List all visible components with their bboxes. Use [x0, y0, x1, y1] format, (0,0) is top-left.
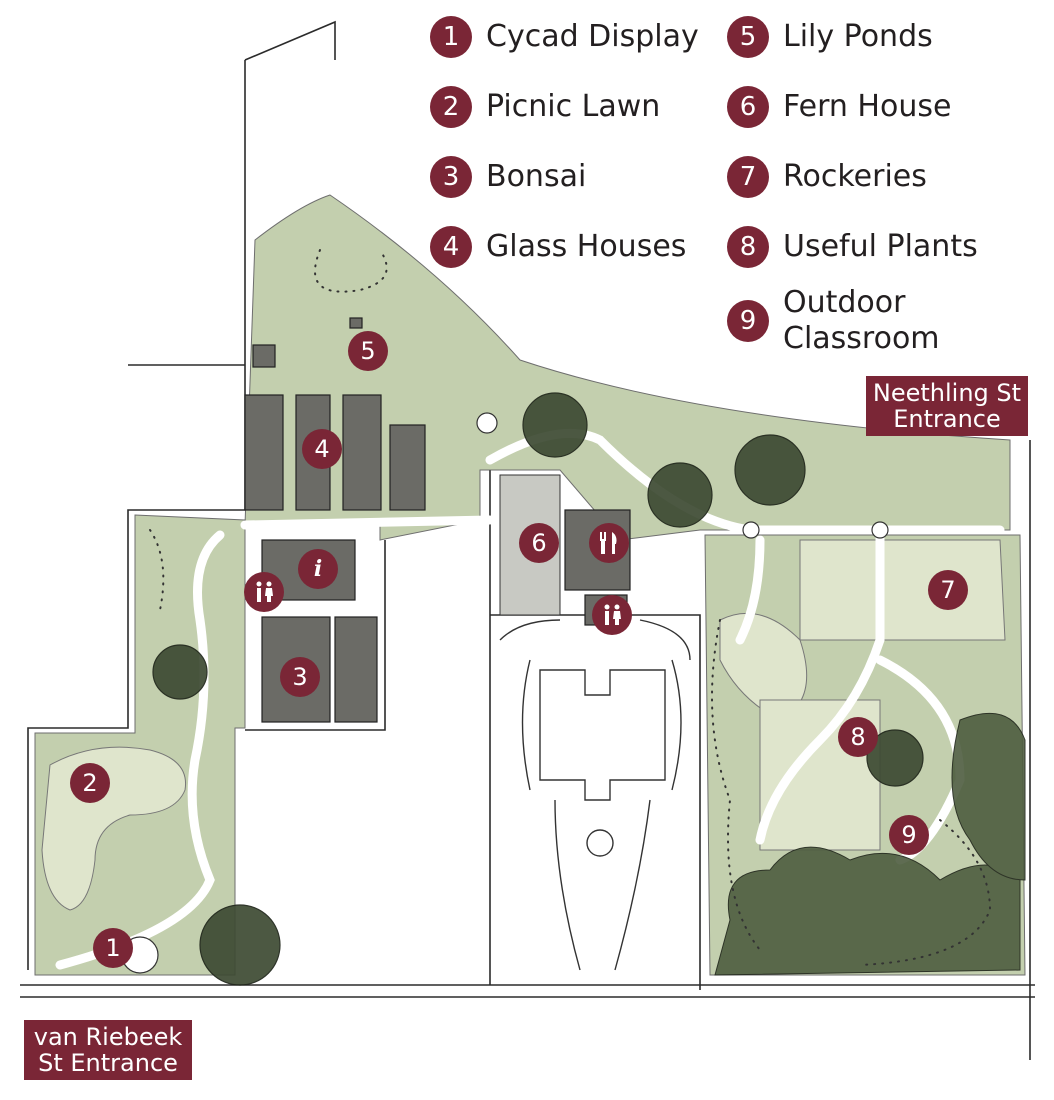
legend-label: Outdoor Classroom — [783, 285, 940, 356]
legend-label: Useful Plants — [783, 229, 978, 264]
map-marker-1[interactable]: 1 — [93, 928, 133, 968]
info-symbol: i — [313, 556, 323, 582]
legend-label: Cycad Display — [486, 19, 699, 54]
legend-badge: 4 — [430, 226, 472, 268]
legend-badge: 6 — [727, 86, 769, 128]
toilets-icon-2[interactable] — [592, 595, 632, 635]
map-marker-2[interactable]: 2 — [70, 763, 110, 803]
legend-badge: 2 — [430, 86, 472, 128]
legend-label: Picnic Lawn — [486, 89, 661, 124]
legend-item-lily-ponds: 5 Lily Ponds — [727, 16, 933, 58]
info-icon[interactable]: i — [298, 549, 338, 589]
toilets-glyph — [604, 604, 621, 625]
legend-badge: 8 — [727, 226, 769, 268]
map-marker-4[interactable]: 4 — [302, 429, 342, 469]
legend-label: Fern House — [783, 89, 952, 124]
map-marker-7[interactable]: 7 — [928, 570, 968, 610]
legend-item-picnic-lawn: 2 Picnic Lawn — [430, 86, 660, 128]
legend-badge: 1 — [430, 16, 472, 58]
legend-badge: 5 — [727, 16, 769, 58]
legend-badge: 3 — [430, 156, 472, 198]
toilets-glyph — [256, 581, 273, 602]
legend-label: Rockeries — [783, 159, 927, 194]
legend-label: Glass Houses — [486, 229, 687, 264]
legend-item-bonsai: 3 Bonsai — [430, 156, 586, 198]
legend-item-useful-plants: 8 Useful Plants — [727, 226, 978, 268]
van-riebeek-st-entrance-label: van Riebeek St Entrance — [24, 1020, 192, 1080]
legend-badge: 7 — [727, 156, 769, 198]
map-marker-3[interactable]: 3 — [280, 657, 320, 697]
legend-label: Lily Ponds — [783, 19, 933, 54]
legend-item-outdoor-classroom: 9 Outdoor Classroom — [727, 285, 940, 357]
legend-item-fern-house: 6 Fern House — [727, 86, 951, 128]
legend-item-rockeries: 7 Rockeries — [727, 156, 927, 198]
legend-item-glass-houses: 4 Glass Houses — [430, 226, 686, 268]
neethling-st-entrance-label: Neethling St Entrance — [866, 376, 1028, 436]
legend-label: Bonsai — [486, 159, 587, 194]
fork-knife-glyph — [600, 532, 617, 554]
toilets-icon[interactable] — [244, 572, 284, 612]
map-marker-5[interactable]: 5 — [348, 331, 388, 371]
map-marker-9[interactable]: 9 — [889, 815, 929, 855]
legend-badge: 9 — [727, 300, 769, 342]
map-marker-6[interactable]: 6 — [519, 523, 559, 563]
legend-item-cycad-display: 1 Cycad Display — [430, 16, 699, 58]
map-marker-8[interactable]: 8 — [838, 717, 878, 757]
fork-knife-icon[interactable] — [589, 523, 629, 563]
